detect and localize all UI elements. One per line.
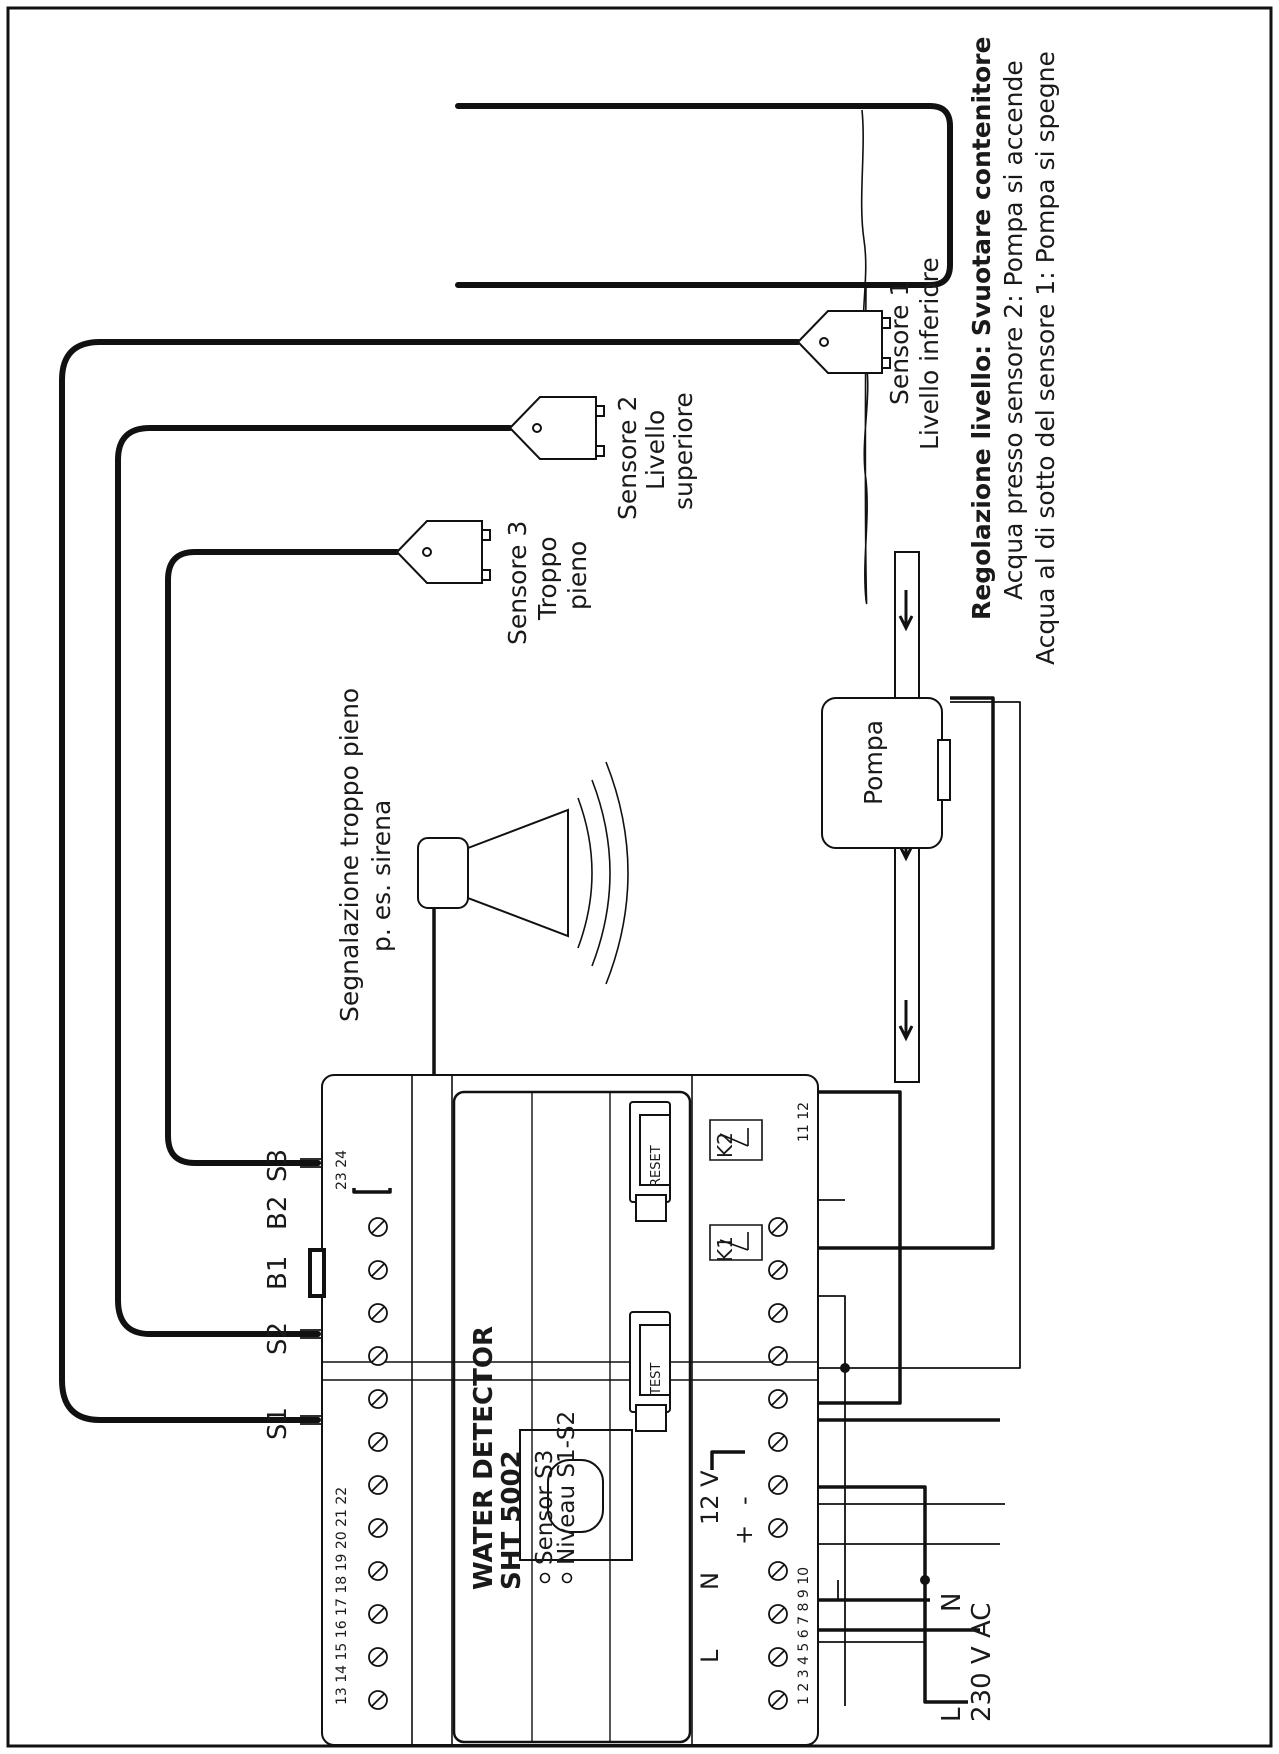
- top-screw-terminal: [368, 1389, 388, 1409]
- top-screw-terminal: [368, 1647, 388, 1667]
- relay-k2-label: K2: [713, 1132, 737, 1158]
- regulation-line-1: Acqua presso sensore 2: Pompa si accende: [999, 60, 1028, 600]
- bottom-screw-terminal: [768, 1260, 788, 1280]
- bottom-screw-terminal: [768, 1303, 788, 1323]
- siren-icon: [417, 761, 629, 985]
- top-screw-terminal: [368, 1346, 388, 1366]
- b1-bridge: [308, 1248, 326, 1298]
- terminal-n-label: N: [696, 1572, 724, 1590]
- power-wiring: [818, 696, 1021, 1706]
- connector-s2-label: S2: [263, 1322, 293, 1355]
- led-sensor-s3: [539, 1572, 551, 1584]
- top-screw-terminal: [368, 1604, 388, 1624]
- top-screw-terminal: [368, 1690, 388, 1710]
- sensor2-probe: [508, 396, 605, 460]
- siren-label-2: p. es. sirena: [367, 800, 396, 952]
- connector-s1-label: S1: [263, 1407, 293, 1440]
- power-l-label: L: [937, 1707, 967, 1722]
- connector-s3-label: S3: [263, 1149, 293, 1182]
- sensor-cables: [59, 339, 801, 1423]
- connector-b2-label: B2: [263, 1196, 293, 1230]
- top-screw-terminal: [368, 1217, 388, 1237]
- led2-label: Niveau S1-S2: [554, 1411, 580, 1565]
- sensor1-label-2: Livello inferiore: [915, 257, 944, 450]
- bottom-terminal-block: [768, 1217, 788, 1710]
- terminal-12v-label: 12 V: [696, 1470, 724, 1525]
- bottom-screw-terminal: [768, 1389, 788, 1409]
- pump-box: [821, 697, 951, 849]
- bottom-screw-terminal: [768, 1561, 788, 1581]
- sensor2-label-1: Sensore 2: [613, 396, 642, 520]
- relay-k2: [709, 1119, 763, 1161]
- bottom-terminal-numbers: 1 2 3 4 5 6 7 8 9 10: [796, 1567, 812, 1705]
- sensor1-probe: [796, 310, 891, 374]
- terminal-minus-label: -: [730, 1496, 758, 1505]
- controller-device: [308, 1074, 819, 1746]
- bottom-screw-terminal: [768, 1217, 788, 1237]
- device-title: WATER DETECTOR: [469, 1326, 499, 1590]
- power-n-label: N: [937, 1593, 967, 1612]
- bottom-screw-terminal: [768, 1346, 788, 1366]
- sensor3-label-3: pieno: [563, 541, 592, 610]
- sensor2-label-2: Livello: [641, 410, 670, 490]
- bottom-screw-terminal: [768, 1604, 788, 1624]
- sensor2-label-3: superiore: [669, 392, 698, 510]
- power-voltage-label: 230 V AC: [967, 1603, 997, 1722]
- bottom-screw-terminal: [768, 1475, 788, 1495]
- top-screw-terminal: [368, 1260, 388, 1280]
- top-terminal-block: [368, 1217, 388, 1710]
- top-screw-terminal: [368, 1475, 388, 1495]
- relay-k1: [709, 1224, 763, 1261]
- sensor3-label-1: Sensore 3: [503, 521, 532, 645]
- bottom-terminal-11-12: 11 12: [796, 1102, 812, 1142]
- led-niveau: [561, 1572, 573, 1584]
- reset-button-label: RESET: [649, 1145, 664, 1187]
- sensor3-probe: [395, 520, 491, 584]
- cable-tails: [300, 1158, 322, 1425]
- top-screw-terminal: [368, 1303, 388, 1323]
- top-terminal-23-24: 23 24: [334, 1150, 350, 1190]
- relay-k1-label: K1: [713, 1236, 737, 1262]
- terminal-l-label: L: [696, 1649, 724, 1663]
- bottom-screw-terminal: [768, 1690, 788, 1710]
- device-model: SHT 5002: [497, 1450, 527, 1590]
- bottom-screw-terminal: [768, 1518, 788, 1538]
- siren-label-1: Segnalazione troppo pieno: [335, 688, 364, 1022]
- sensor3-label-2: Troppo: [533, 536, 562, 621]
- test-button-label: TEST: [649, 1363, 664, 1396]
- connector-b1-label: B1: [263, 1256, 293, 1290]
- container: [455, 103, 953, 605]
- siren-cable: [432, 908, 902, 1405]
- bottom-screw-terminal: [768, 1432, 788, 1452]
- regulation-line-2: Acqua al di sotto del sensore 1: Pompa s…: [1031, 51, 1060, 665]
- top-screw-terminal: [368, 1432, 388, 1452]
- top-screw-terminal: [368, 1518, 388, 1538]
- top-screw-terminal: [368, 1561, 388, 1581]
- sensor1-label-1: Sensore 1: [885, 281, 914, 405]
- led1-label: Sensor S3: [532, 1450, 558, 1565]
- top-terminal-numbers: 13 14 15 16 17 18 19 20 21 22: [334, 1487, 350, 1705]
- pump-label: Pompa: [859, 720, 888, 805]
- reset-button[interactable]: [629, 1101, 671, 1222]
- regulation-title: Regolazione livello: Svuotare contenitor…: [967, 37, 996, 620]
- test-button[interactable]: [629, 1311, 671, 1432]
- bottom-screw-terminal: [768, 1647, 788, 1667]
- terminal-plus-label: +: [730, 1525, 758, 1545]
